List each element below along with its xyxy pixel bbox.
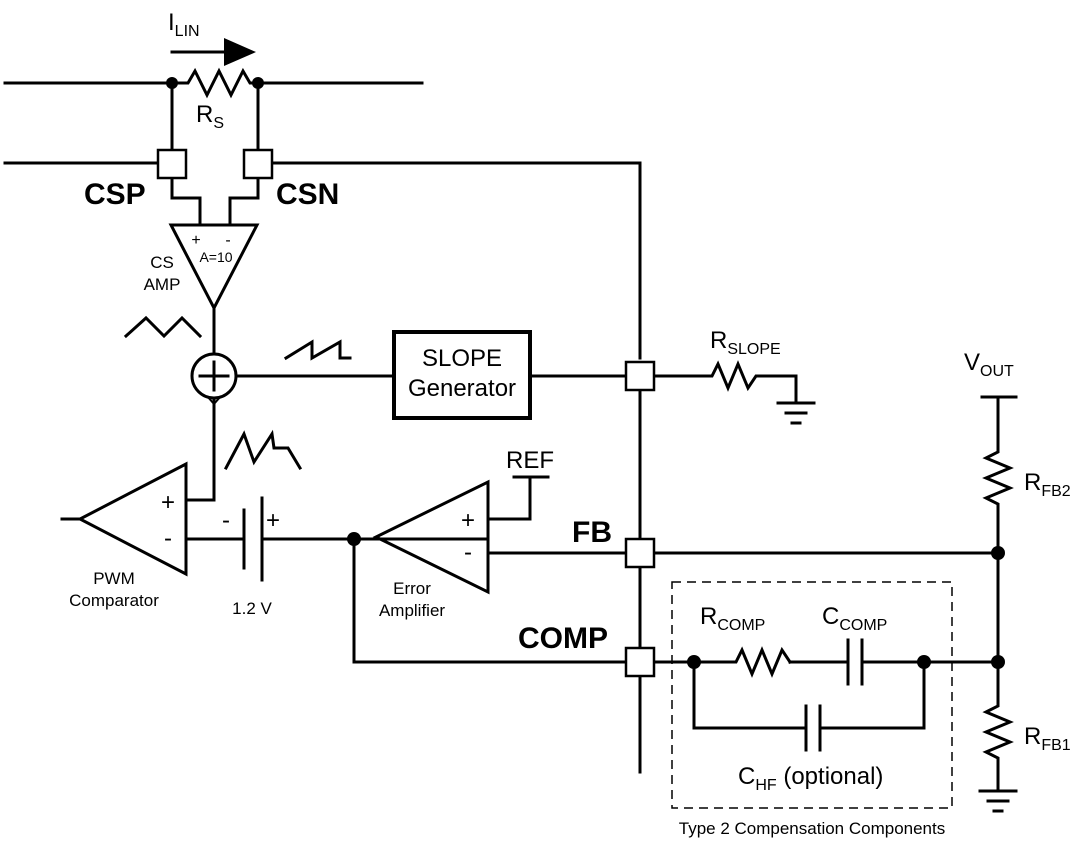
label-rfb2: RFB2	[1024, 469, 1071, 500]
label-ccomp: CCOMP	[822, 603, 887, 634]
pin-fb	[624, 537, 656, 569]
label-csn: CSN	[276, 178, 339, 211]
wires	[3, 81, 1018, 792]
label-ea-1: Error	[393, 579, 431, 598]
label-batt-plus: +	[266, 507, 280, 534]
ea-minus: -	[464, 539, 472, 566]
label-batt-voltage: 1.2 V	[232, 599, 272, 618]
label-rs: RS	[196, 101, 224, 132]
capacitor-ccomp	[846, 638, 864, 686]
label-cs-amp-1: CS	[150, 253, 174, 272]
slope-gen-line2: Generator	[408, 375, 516, 402]
resistor-rcomp	[728, 646, 793, 678]
label-chf: CHF (optional)	[738, 763, 883, 794]
battery-1v2	[242, 496, 264, 582]
cs-amp-gain: A=10	[199, 249, 232, 265]
pin-csn	[242, 148, 274, 180]
pins	[156, 148, 656, 678]
resistor-rs	[170, 67, 260, 99]
label-csp: CSP	[84, 178, 146, 211]
label-fb: FB	[572, 516, 612, 549]
resistor-rslope	[704, 360, 764, 392]
pin-slope	[624, 360, 656, 392]
pin-csp	[156, 148, 188, 180]
pwm-comparator: + -	[76, 461, 188, 577]
label-comp: COMP	[518, 622, 608, 655]
ea-plus: +	[461, 507, 475, 534]
waveform-sawtooth	[283, 339, 352, 361]
waveform-triangle	[123, 315, 203, 339]
junction-dots	[166, 77, 1005, 669]
current-arrow	[170, 38, 256, 66]
slope-gen-line1: SLOPE	[422, 345, 502, 372]
label-rcomp: RCOMP	[700, 603, 765, 634]
label-pwm-1: PWM	[93, 569, 135, 588]
resistor-rfb1	[982, 698, 1014, 766]
ground-rslope	[776, 401, 816, 425]
ground-rfb1	[978, 789, 1018, 813]
cs-amplifier: + - A=10	[168, 223, 260, 312]
capacitor-chf	[804, 704, 822, 752]
error-amplifier: + -	[372, 479, 490, 595]
label-rfb1: RFB1	[1024, 723, 1071, 754]
cs-amp-plus: +	[191, 232, 200, 249]
pwm-minus: -	[164, 525, 172, 552]
label-type2-caption: Type 2 Compensation Components	[679, 819, 946, 838]
label-rslope: RSLOPE	[710, 327, 781, 358]
compensation-box	[671, 581, 953, 809]
labels: ILIN RS CSP CSN CS AMP RSLOPE VOUT RFB2 …	[69, 9, 1071, 838]
resistor-rfb2	[982, 444, 1014, 512]
label-pwm-2: Comparator	[69, 591, 159, 610]
waveform-summed	[223, 429, 303, 471]
label-ref: REF	[506, 447, 554, 474]
summing-junction	[190, 352, 238, 406]
pin-comp	[624, 646, 656, 678]
label-i-lin: ILIN	[168, 9, 200, 40]
label-batt-minus: -	[222, 507, 230, 534]
slope-generator-box: SLOPE Generator	[392, 330, 532, 420]
label-cs-amp-2: AMP	[144, 275, 181, 294]
label-ea-2: Amplifier	[379, 601, 445, 620]
label-vout: VOUT	[964, 349, 1014, 380]
pwm-plus: +	[161, 489, 175, 516]
cs-amp-minus: -	[225, 232, 230, 249]
